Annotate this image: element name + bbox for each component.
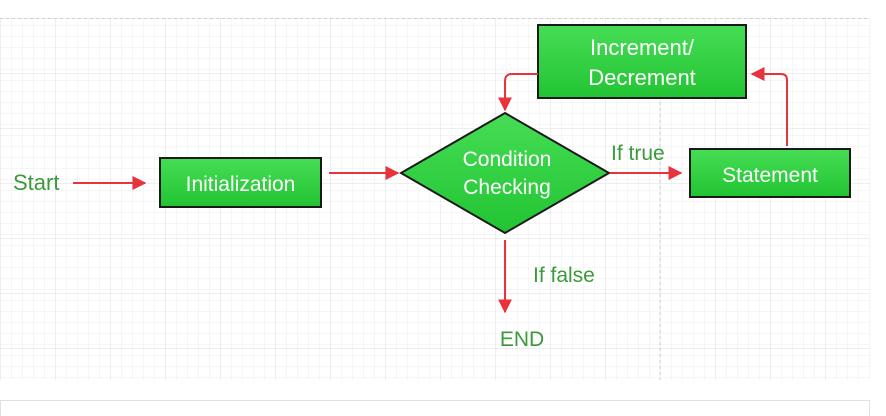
diagram-canvas: Start Initialization Condition Checking …	[0, 18, 870, 380]
if-true-label: If true	[611, 142, 665, 165]
condition-label-line2: Checking	[463, 176, 551, 199]
initialization-node: Initialization	[159, 157, 322, 208]
condition-node: Condition Checking	[398, 111, 612, 235]
statement-label: Statement	[722, 164, 818, 187]
increment-node: Increment/ Decrement	[537, 24, 747, 99]
statement-to-increment-arrow	[750, 67, 788, 146]
condition-label-line1: Condition	[463, 148, 552, 171]
bottom-panel-edge	[0, 400, 870, 416]
increment-to-condition-arrow	[498, 73, 538, 112]
increment-label-line1: Increment/	[590, 35, 695, 60]
statement-node: Statement	[689, 148, 851, 198]
initialization-label: Initialization	[186, 173, 296, 196]
start-label: Start	[13, 170, 59, 195]
end-label: END	[500, 328, 544, 351]
if-false-label: If false	[533, 264, 595, 287]
increment-label-line2: Decrement	[588, 65, 696, 90]
